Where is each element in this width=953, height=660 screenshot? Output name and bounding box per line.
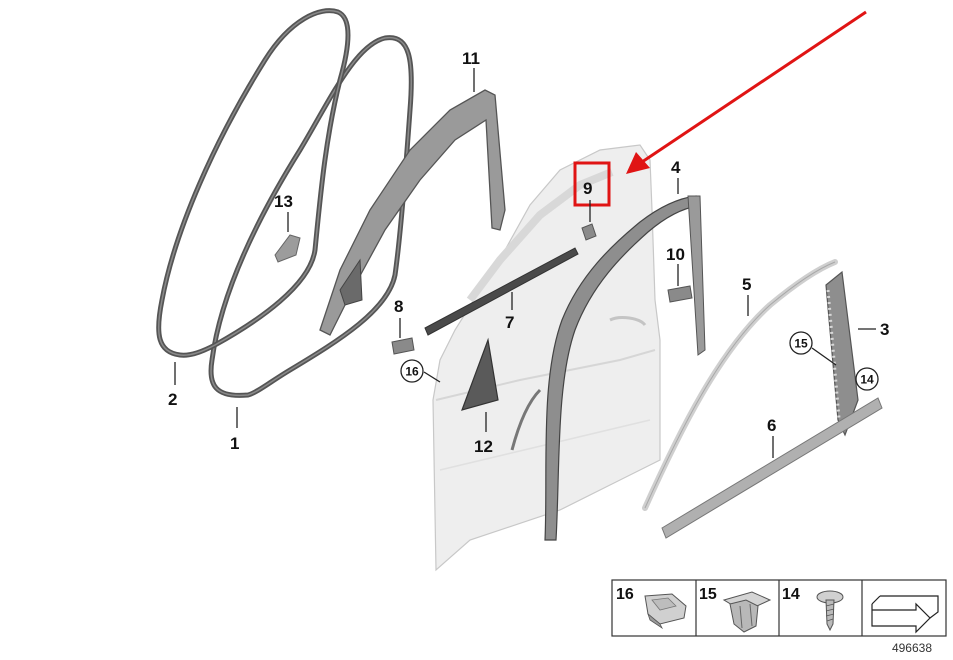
lower-strip-part-6 (661, 397, 883, 539)
screw-icon (816, 590, 844, 632)
door-shell (432, 144, 661, 572)
callouts: 1 2 11 13 8 7 9 10 4 5 3 6 12 (168, 49, 889, 456)
highlight-arrow-head (626, 152, 650, 174)
trim-part-13 (274, 234, 301, 263)
callout-1: 1 (230, 434, 239, 453)
mirror-trim-part-12 (461, 337, 499, 411)
legend-label-14: 14 (782, 586, 800, 603)
direction-arrow-icon (871, 595, 939, 634)
callout-2: 2 (168, 390, 177, 409)
clip-part-10 (667, 285, 693, 303)
callout-12: 12 (474, 437, 493, 456)
legend-label-15: 15 (699, 586, 717, 603)
window-strip-part-7 (424, 247, 579, 336)
leader-lines (174, 68, 876, 458)
circled-callout-14: 14 (855, 367, 879, 391)
callout-9: 9 (583, 179, 592, 198)
legend-label-16: 16 (616, 586, 634, 603)
callout-13: 13 (274, 192, 293, 211)
svg-text:14: 14 (860, 373, 874, 387)
callout-6: 6 (767, 416, 776, 435)
callout-3: 3 (880, 320, 889, 339)
callout-11: 11 (462, 49, 480, 68)
callout-5: 5 (742, 275, 751, 294)
clip-part-9 (581, 223, 597, 241)
circled-callout-15: 15 (789, 331, 813, 355)
highlight-box-part-9 (573, 161, 611, 207)
clip-part-8 (391, 337, 415, 355)
svg-text:15: 15 (794, 337, 808, 351)
window-channel-part-4 (510, 195, 706, 541)
window-frame-part-11 (319, 89, 506, 336)
callout-8: 8 (394, 297, 403, 316)
svg-text:16: 16 (405, 365, 419, 379)
diagram-reference-number: 496638 (892, 641, 932, 655)
door-seal-part-2 (156, 8, 351, 358)
callout-10: 10 (666, 245, 685, 264)
callout-7: 7 (505, 313, 514, 332)
callout-4: 4 (671, 158, 681, 177)
pillar-trim-part-3 (825, 270, 859, 437)
fastener-legend: 16 15 14 (611, 579, 947, 637)
push-clip-icon (644, 593, 687, 630)
highlight-arrow-shaft (641, 10, 867, 164)
circled-callout-16: 16 (400, 359, 424, 383)
expanding-clip-icon (722, 591, 772, 633)
